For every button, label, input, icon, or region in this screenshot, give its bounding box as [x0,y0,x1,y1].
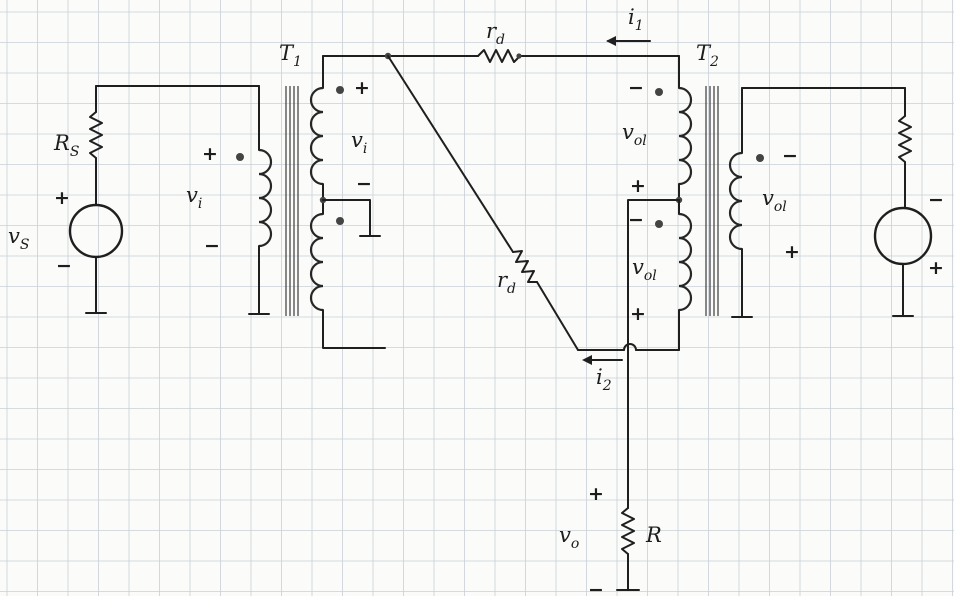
sign-minus: − [204,235,220,257]
label-t2: T2 [696,41,719,70]
sign-minus: − [928,189,944,211]
sign-plus: + [630,303,646,325]
source-circuit [68,85,299,316]
sign-plus: + [784,241,800,263]
labels: T1 T2 rd i1 rd i2 RS vS vi vi vol vol vo… [8,5,787,552]
sign-plus: + [588,483,604,505]
t2-primary [627,55,693,351]
t2-primary-upper-coil [678,86,693,186]
t2-core [705,86,719,316]
label-vol-t2-lower: vol [632,255,657,284]
r-load-resistor [621,507,635,555]
rd-top-resistor [477,49,521,63]
polarity-signs: + − + − + − − + − + − + − + + − [54,77,944,596]
t2-secondary-coil [728,151,743,251]
t1-primary-coil [258,148,273,248]
label-vi-t1: vi [351,128,367,157]
sign-minus: − [356,173,372,195]
wire-hop [623,343,637,351]
label-vol-right: vol [762,186,787,215]
label-i1: i1 [628,5,644,34]
polarity-dot [756,154,764,162]
voltage-source-vs [68,203,124,259]
output-branch [616,349,640,591]
sign-plus: + [354,77,370,99]
sign-plus: + [54,187,70,209]
t1-secondary-upper-coil [309,86,324,186]
right-circuit [728,87,933,318]
center-tap-ground [322,199,371,237]
rs-resistor [89,111,103,159]
t1-core [285,86,299,316]
polarity-dot [336,86,344,94]
polarity-dot [236,153,244,161]
polarity-dot [655,88,663,96]
right-resistor [898,115,912,163]
polarity-dot [655,220,663,228]
t1-secondary-lower-coil [309,212,324,312]
label-vs: vS [8,224,29,253]
sign-minus: − [588,579,604,596]
sign-minus: − [782,145,798,167]
label-vol-t2-upper: vol [622,120,647,149]
junction-node [516,53,522,59]
polarity-dot [336,217,344,225]
label-i2: i2 [596,365,612,394]
label-r: R [645,523,662,547]
sign-minus: − [628,77,644,99]
sign-minus: − [628,209,644,231]
sign-plus: + [202,143,218,165]
label-rd-diagonal: rd [497,268,516,297]
sign-plus: + [630,175,646,197]
label-vo: vo [559,523,579,552]
label-vi-left: vi [186,183,202,212]
i2-arrowhead [582,355,592,365]
sign-plus: + [928,257,944,279]
label-rs: RS [53,131,79,160]
diagonal-branch [387,55,680,365]
sign-minus: − [56,255,72,277]
i1-arrowhead [606,36,616,46]
label-rd-top: rd [486,19,505,48]
t2-primary-lower-coil [678,212,693,312]
rd-diagonal-resistor [512,250,538,283]
label-t1: T1 [279,41,302,70]
t1-secondary [309,55,386,349]
